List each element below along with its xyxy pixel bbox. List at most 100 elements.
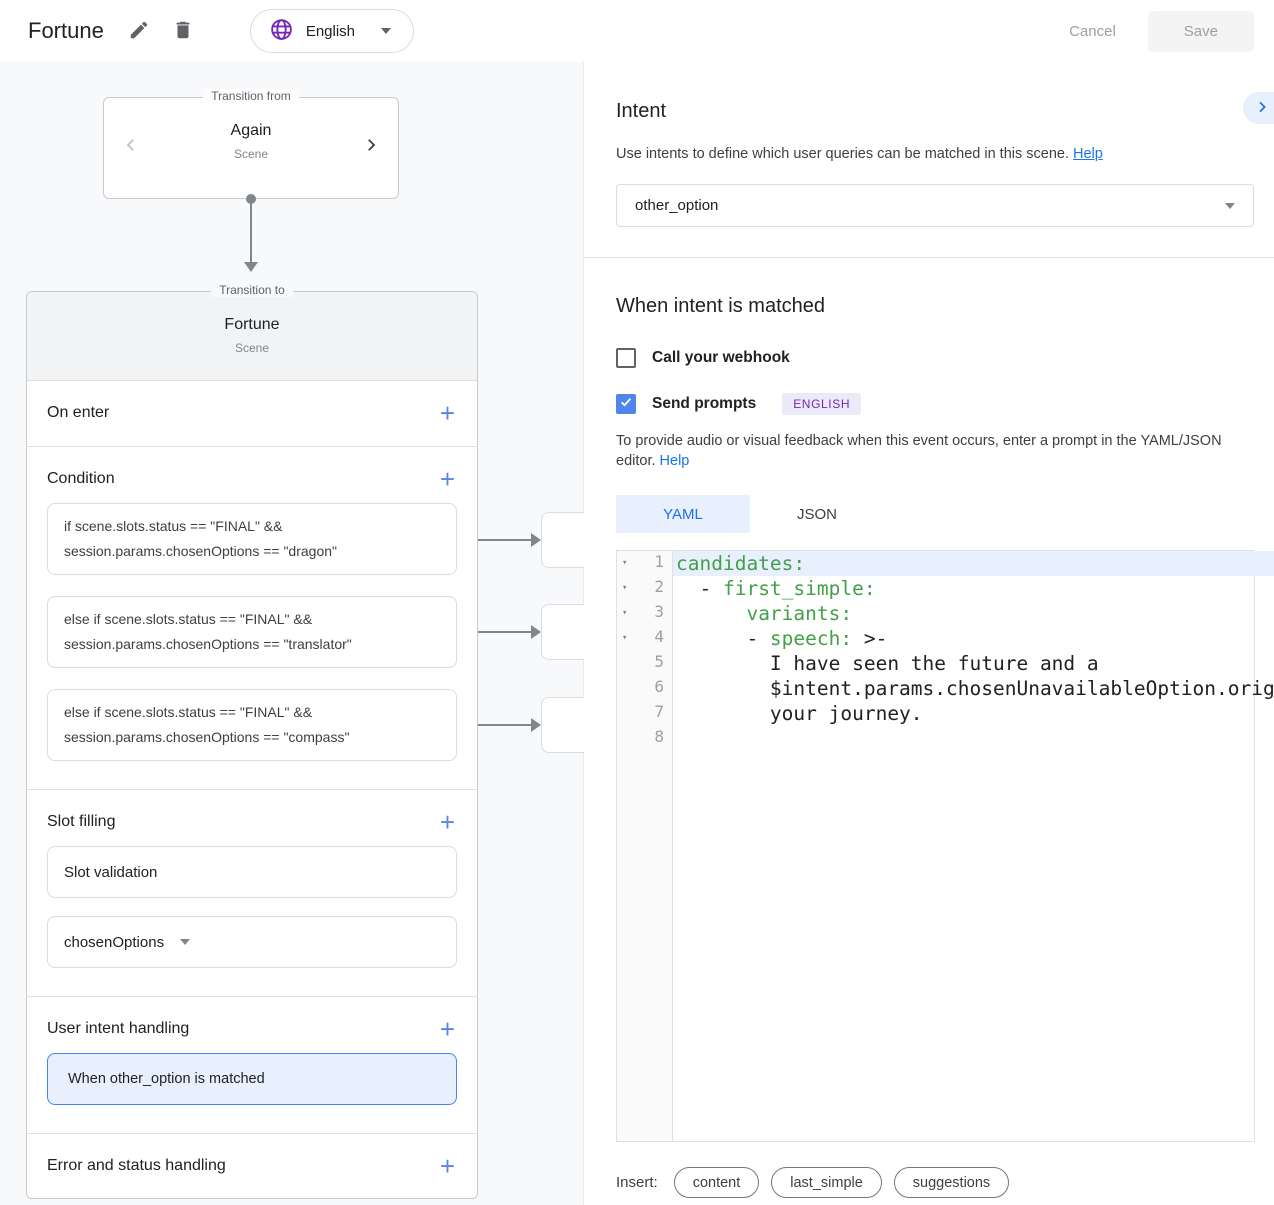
gutter-line[interactable]: 5	[617, 651, 672, 676]
fold-arrow-icon[interactable]: ▾	[622, 608, 628, 618]
insert-label: Insert:	[616, 1174, 658, 1191]
transition-from-legend: Transition from	[203, 89, 299, 103]
user-intent-section: User intent handling + When other_option…	[27, 997, 477, 1134]
prompts-description-text: To provide audio or visual feedback when…	[616, 433, 1222, 469]
code-line[interactable]: $intent.params.chosenUnavailableOption.o…	[676, 677, 1274, 700]
scene-card: Transition to Fortune Scene On enter + C…	[26, 283, 478, 1199]
chevron-right-icon	[362, 139, 380, 157]
code-line[interactable]: - first_simple:	[676, 577, 876, 600]
slot-validation-card[interactable]: Slot validation	[47, 846, 457, 898]
intent-dropdown-value: other_option	[635, 197, 719, 214]
gutter-line[interactable]: 7	[617, 701, 672, 726]
error-status-section: Error and status handling +	[27, 1134, 477, 1198]
insert-chip-last_simple[interactable]: last_simple	[771, 1167, 882, 1198]
add-slot-button[interactable]: +	[439, 807, 455, 837]
code-line[interactable]: variants:	[746, 602, 853, 625]
fold-arrow-icon[interactable]: ▾	[622, 583, 628, 593]
fold-arrow-icon[interactable]: ▾	[622, 633, 628, 643]
gutter-line[interactable]: ▾3	[617, 601, 672, 626]
prompts-description: To provide audio or visual feedback when…	[616, 431, 1260, 471]
save-button[interactable]: Save	[1147, 10, 1254, 52]
edit-scene-button[interactable]	[122, 13, 156, 50]
code-line[interactable]: candidates:	[673, 551, 1274, 576]
fold-arrow-icon[interactable]: ▾	[622, 558, 628, 568]
slot-name-card[interactable]: chosenOptions	[47, 916, 457, 968]
to-scene-name: Fortune	[224, 316, 280, 333]
slot-filling-section: Slot filling + Slot validation chosenOpt…	[27, 790, 477, 997]
checkmark-icon	[619, 395, 633, 414]
line-number: 7	[654, 702, 664, 721]
line-number: 2	[654, 577, 664, 596]
insert-chip-suggestions[interactable]: suggestions	[893, 1167, 1010, 1198]
tab-json[interactable]: JSON	[750, 495, 884, 533]
top-bar: Fortune English	[0, 0, 1274, 62]
code-line[interactable]: your journey.	[676, 702, 923, 725]
globe-icon	[269, 17, 294, 46]
cancel-button[interactable]: Cancel	[1051, 13, 1134, 50]
editor-code[interactable]: candidates: - first_simple: variants: - …	[673, 551, 1274, 1141]
delete-scene-button[interactable]	[166, 13, 200, 50]
transition-to-legend: Transition to	[211, 283, 293, 297]
insert-row: Insert: content last_simple suggestions	[616, 1167, 1254, 1198]
next-transition-button[interactable]	[358, 132, 384, 161]
add-error-handler-button[interactable]: +	[439, 1151, 455, 1181]
intent-description-text: Use intents to define which user queries…	[616, 146, 1069, 162]
condition-card[interactable]: if scene.slots.status == "FINAL" &&sessi…	[47, 503, 457, 575]
prev-transition-button[interactable]	[118, 132, 144, 161]
condition-card[interactable]: else if scene.slots.status == "FINAL" &&…	[47, 689, 457, 761]
code-line[interactable]: I have seen the future and a	[676, 652, 1099, 675]
webhook-checkbox[interactable]	[616, 348, 636, 368]
language-selector[interactable]: English	[249, 9, 415, 53]
line-number: 6	[654, 677, 664, 696]
condition-card[interactable]: else if scene.slots.status == "FINAL" &&…	[47, 596, 457, 668]
gutter-line[interactable]: 8	[617, 726, 672, 751]
condition-list: if scene.slots.status == "FINAL" &&sessi…	[47, 503, 457, 761]
insert-chip-list: content last_simple suggestions	[673, 1167, 1010, 1198]
add-user-intent-button[interactable]: +	[439, 1014, 455, 1044]
prompts-help-link[interactable]: Help	[659, 453, 690, 469]
slot-name-label: chosenOptions	[64, 933, 165, 951]
code-line[interactable]	[673, 726, 1274, 751]
line-number: 1	[654, 552, 664, 571]
on-enter-label: On enter	[47, 404, 110, 421]
user-intent-card-selected[interactable]: When other_option is matched	[47, 1053, 457, 1105]
from-scene-name: Again	[230, 122, 272, 139]
add-on-enter-button[interactable]: +	[439, 398, 455, 428]
matched-title: When intent is matched	[616, 295, 825, 317]
scene-flow-panel: Transition from Again Scene	[0, 62, 585, 1205]
send-prompts-checkbox[interactable]	[616, 394, 636, 414]
chevron-right-icon	[1254, 99, 1270, 118]
intent-panel: Intent Use intents to define which user …	[584, 62, 1274, 1205]
gutter-line[interactable]: ▾2	[617, 576, 672, 601]
intent-dropdown[interactable]: other_option	[616, 184, 1254, 227]
insert-chip-content[interactable]: content	[673, 1167, 760, 1198]
add-condition-button[interactable]: +	[439, 464, 455, 494]
slot-filling-label: Slot filling	[47, 813, 116, 830]
user-intent-card-label: When other_option is matched	[68, 1071, 265, 1087]
intent-description: Use intents to define which user queries…	[616, 146, 1254, 162]
transition-target-card[interactable]	[541, 604, 585, 660]
pencil-icon	[128, 19, 150, 44]
gutter-line[interactable]: ▾1	[617, 551, 672, 576]
chevron-down-icon	[180, 939, 191, 945]
collapse-panel-button[interactable]	[1243, 92, 1274, 124]
tab-yaml[interactable]: YAML	[616, 495, 750, 533]
code-line[interactable]: - speech: >-	[676, 627, 888, 650]
transition-from-card[interactable]: Transition from Again Scene	[103, 89, 399, 199]
to-scene-type: Scene	[234, 341, 270, 355]
transition-target-card[interactable]	[541, 697, 585, 753]
line-number: 4	[654, 627, 664, 646]
condition-label: Condition	[47, 470, 115, 487]
transition-target-card[interactable]	[541, 512, 585, 568]
gutter-line[interactable]: 6	[617, 676, 672, 701]
language-label: English	[305, 22, 356, 40]
line-number: 5	[654, 652, 664, 671]
condition-section: Condition + if scene.slots.status == "FI…	[27, 447, 477, 790]
line-number: 3	[654, 602, 664, 621]
gutter-line[interactable]: ▾4	[617, 626, 672, 651]
webhook-row: Call your webhook	[616, 348, 1254, 368]
intent-help-link[interactable]: Help	[1073, 146, 1103, 162]
trash-icon	[172, 19, 194, 44]
